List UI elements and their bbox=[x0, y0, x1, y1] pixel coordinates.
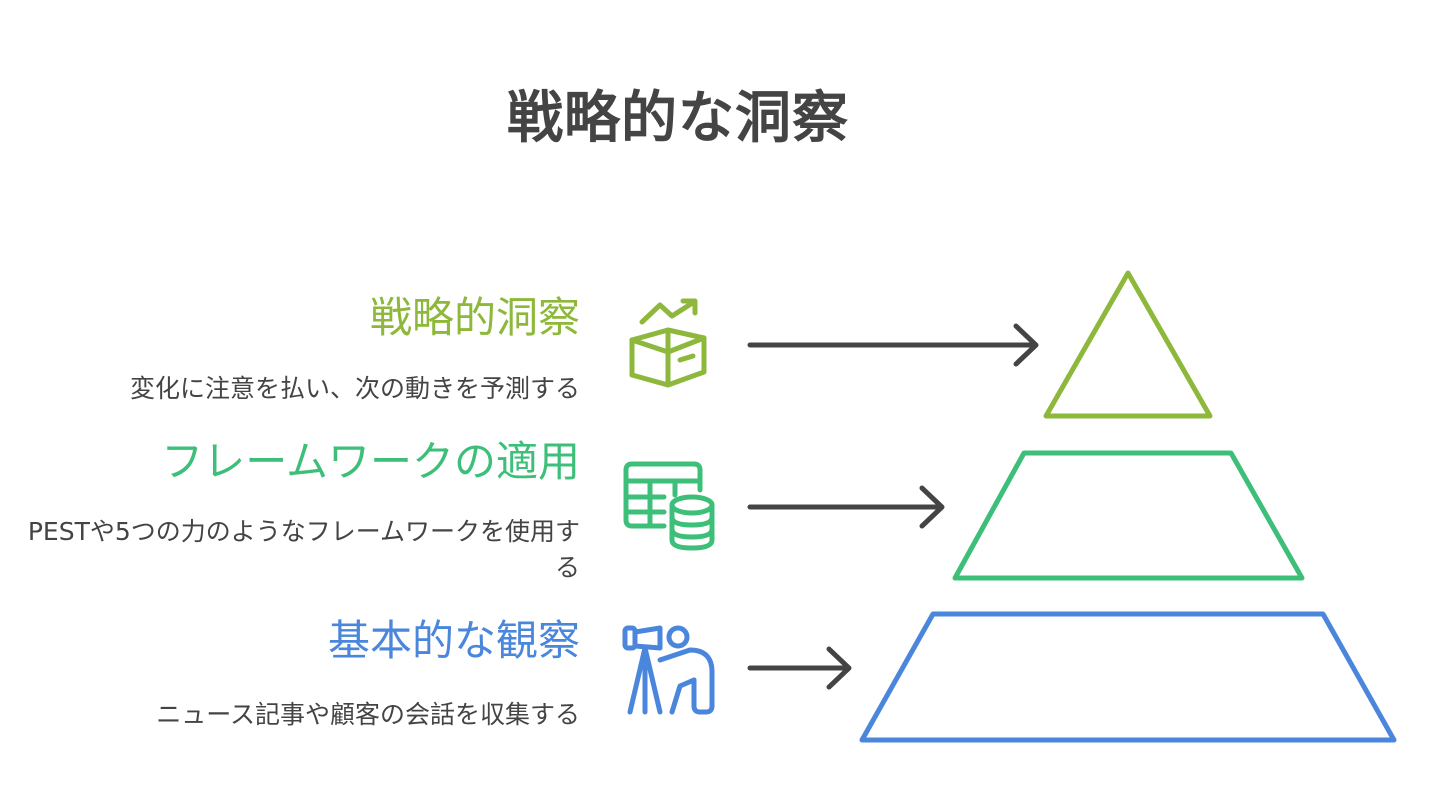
level-2-heading: フレームワークの適用 bbox=[161, 437, 580, 486]
pyramid-tier-middle bbox=[952, 450, 1305, 581]
page-title: 戦略的な洞察 bbox=[507, 86, 849, 151]
level-1-heading: 戦略的洞察 bbox=[369, 293, 580, 342]
pyramid-tier-top bbox=[1043, 270, 1213, 419]
pyramid-tier-bottom bbox=[859, 611, 1397, 743]
level-1-description: 変化に注意を払い、次の動きを予測する bbox=[129, 374, 580, 403]
telescope-observer-icon bbox=[622, 625, 715, 715]
table-database-icon bbox=[623, 461, 715, 551]
arrow-1 bbox=[747, 323, 1039, 367]
level-3-description: ニュース記事や顧客の会話を収集する bbox=[156, 700, 580, 729]
arrow-2 bbox=[747, 485, 945, 529]
growth-box-icon bbox=[629, 298, 707, 388]
level-3-heading: 基本的な観察 bbox=[327, 616, 580, 665]
arrow-3 bbox=[747, 646, 852, 690]
level-2-description: PESTや5つの力のようなフレームワークを使用する bbox=[27, 517, 580, 582]
